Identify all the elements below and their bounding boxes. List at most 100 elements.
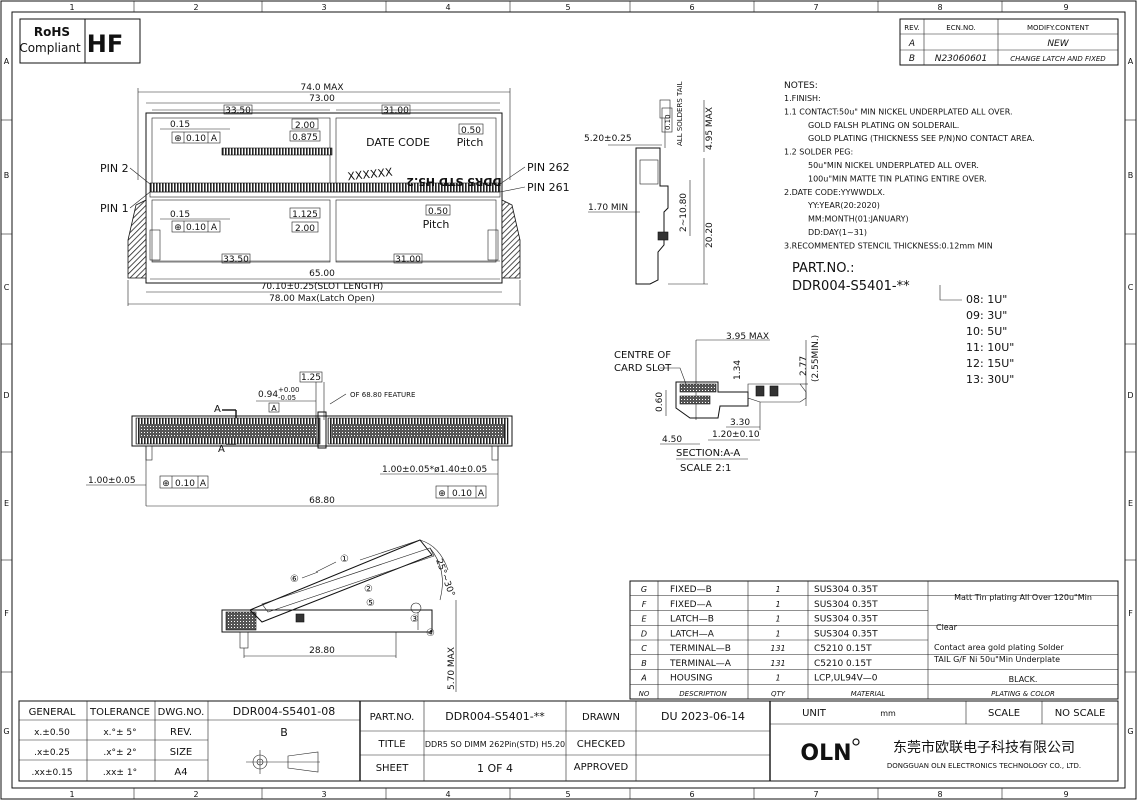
centre-label-1: CENTRE OF bbox=[614, 350, 671, 361]
rev-b: B bbox=[909, 54, 915, 64]
revision-table: REV. ECN.NO. MODIFY.CONTENT A NEW B N230… bbox=[899, 18, 1119, 66]
rev-a-content: NEW bbox=[1047, 39, 1069, 49]
dim-0875: 0.875 bbox=[292, 133, 318, 143]
tb-dwgno-label: DWG.NO. bbox=[158, 707, 205, 718]
dim-495: 4.95 MAX bbox=[705, 107, 715, 150]
step-4: ④ bbox=[426, 628, 435, 639]
row-label-right: G bbox=[1127, 727, 1133, 736]
tb-tol-1-ang: x.°± 5° bbox=[103, 728, 136, 738]
pitch-label-bot: Pitch bbox=[423, 218, 450, 231]
dim-latch-open: 78.00 Max(Latch Open) bbox=[269, 294, 375, 304]
row-label-right: E bbox=[1128, 499, 1133, 508]
row-label-left: C bbox=[4, 283, 10, 292]
bom-desc: TERMINAL—A bbox=[669, 659, 732, 669]
pin-1-label: PIN 1 bbox=[100, 202, 129, 215]
col-label-top: 8 bbox=[937, 3, 942, 12]
pin-262-label: PIN 262 bbox=[527, 161, 570, 174]
pin-2-label: PIN 2 bbox=[100, 162, 129, 175]
dim-overall: 73.00 bbox=[309, 94, 335, 104]
solder-tail-label: ALL SOLDERS TAIL bbox=[676, 81, 684, 146]
plating-term-1: Contact area gold plating Solder bbox=[934, 643, 1064, 652]
side-tol: 0.10 bbox=[664, 114, 672, 130]
bom-desc: FIXED—A bbox=[670, 600, 713, 610]
plating-fixed: Matt Tin plating All Over 120u"Min bbox=[954, 593, 1092, 602]
tb-checked-label: CHECKED bbox=[577, 739, 626, 750]
tb-partno-label: PART.NO. bbox=[370, 712, 415, 723]
section-view: CENTRE OF CARD SLOT 3.95 MAX 2.77 (2.55M… bbox=[614, 332, 821, 474]
bom-qty: 1 bbox=[775, 629, 780, 638]
row-label-right: F bbox=[1128, 609, 1133, 618]
bom-h-plating: PLATING & COLOR bbox=[991, 690, 1055, 698]
compliant-label: Compliant bbox=[19, 41, 81, 55]
bom-h-qty: QTY bbox=[771, 690, 786, 698]
step-3: ③ bbox=[410, 614, 419, 625]
datum-a-box: A bbox=[271, 404, 277, 413]
tb-scale-label: SCALE bbox=[988, 708, 1020, 719]
dim-200-bot: 2.00 bbox=[295, 224, 315, 234]
tb-unit: mm bbox=[880, 709, 896, 718]
front-datum-2: A bbox=[478, 489, 485, 499]
right-latch bbox=[501, 199, 521, 279]
dim-520: 5.20±0.25 bbox=[584, 134, 632, 144]
dim-right-span: 31.00 bbox=[383, 106, 409, 116]
col-label-bottom: 2 bbox=[193, 790, 198, 799]
tb-unit-label: UNIT bbox=[802, 708, 827, 719]
dim-094-tol-dn: -0.05 bbox=[278, 394, 296, 402]
front-datum-1: A bbox=[200, 479, 207, 489]
dim-134: 1.34 bbox=[733, 360, 743, 380]
latch-view: 28.80 5.70 MAX 25°~30° ① ② ③ ④ ⑤ ⑥ bbox=[221, 539, 457, 692]
bom-no: G bbox=[641, 585, 647, 594]
rev-header: REV. bbox=[904, 24, 919, 32]
bom-no: C bbox=[641, 644, 647, 653]
col-label-bottom: 8 bbox=[937, 790, 942, 799]
svg-text:⊕: ⊕ bbox=[174, 134, 182, 144]
col-label-top: 4 bbox=[445, 3, 450, 12]
note-line: GOLD PLATING (THICKNESS SEE P/N)NO CONTA… bbox=[808, 134, 1035, 143]
front-tol-1: 0.10 bbox=[175, 479, 195, 489]
section-mark-bot: A bbox=[218, 444, 225, 455]
dim-255: (2.55MIN.) bbox=[811, 335, 821, 382]
tb-size-label: SIZE bbox=[170, 747, 192, 758]
tb-title-label: TITLE bbox=[377, 739, 405, 750]
bom-qty: 1 bbox=[775, 600, 780, 609]
dim-094-tol-up: +0.00 bbox=[278, 386, 299, 394]
projection-symbol bbox=[246, 750, 320, 774]
svg-text:⊕: ⊕ bbox=[174, 223, 182, 233]
bom-no: E bbox=[641, 615, 647, 624]
pitch-label-top: Pitch bbox=[457, 136, 484, 149]
tb-tol-3-ang: .xx± 1° bbox=[103, 768, 137, 778]
part-option: 10: 5U" bbox=[966, 325, 1007, 338]
col-label-bottom: 1 bbox=[69, 790, 74, 799]
section-title: SECTION:A-A bbox=[676, 448, 740, 459]
step-6: ⑥ bbox=[290, 574, 299, 585]
dim-left-span: 33.50 bbox=[225, 106, 251, 116]
dim-200-top: 2.00 bbox=[295, 121, 315, 131]
plating-latch: Clear bbox=[936, 623, 958, 632]
pin-261-label: PIN 261 bbox=[527, 181, 570, 194]
bom-qty: 1 bbox=[775, 585, 780, 594]
bom-desc: HOUSING bbox=[670, 674, 713, 684]
front-tol-2: 0.10 bbox=[452, 489, 472, 499]
tb-tol-3-lin: .xx±0.15 bbox=[31, 768, 72, 778]
bom-h-mat: MATERIAL bbox=[851, 690, 886, 698]
tb-tolerance: TOLERANCE bbox=[89, 707, 150, 718]
dim-100-left: 1.00±0.05 bbox=[88, 476, 136, 486]
left-latch bbox=[127, 199, 147, 279]
col-label-top: 7 bbox=[813, 3, 818, 12]
note-line: MM:MONTH(01:JANUARY) bbox=[808, 215, 909, 224]
tb-drawn-label: DRAWN bbox=[582, 712, 620, 723]
col-label-bottom: 7 bbox=[813, 790, 818, 799]
top-view: 74.0 MAX 73.00 33.50 31.00 0.15 ⊕ bbox=[100, 83, 570, 306]
note-line: 1.1 CONTACT:50u" MIN NICKEL UNDERPLATED … bbox=[784, 107, 1013, 116]
date-code-label: DATE CODE bbox=[366, 136, 430, 149]
bom-no: F bbox=[642, 600, 647, 609]
dim-015-bot: 0.15 bbox=[170, 210, 190, 220]
dim-right-span-bot: 31.00 bbox=[395, 255, 421, 265]
company-en: DONGGUAN OLN ELECTRONICS TECHNOLOGY CO.,… bbox=[887, 762, 1081, 770]
ecn-header: ECN.NO. bbox=[946, 24, 975, 32]
rev-b-content: CHANGE LATCH AND FIXED bbox=[1010, 55, 1106, 63]
oln-logo: OLN bbox=[800, 738, 860, 766]
